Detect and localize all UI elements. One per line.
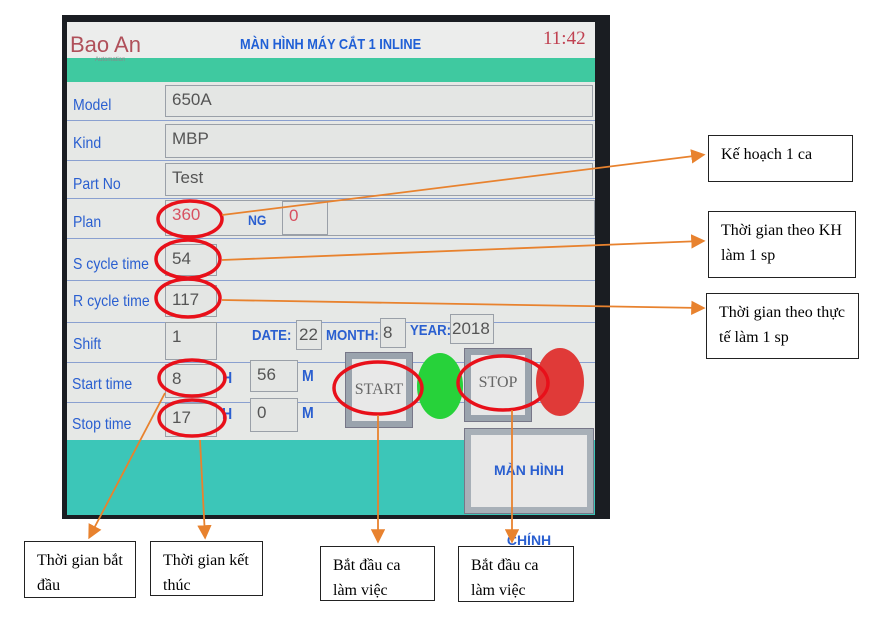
plan-field[interactable]: 360	[165, 200, 595, 236]
screen-title: MÀN HÌNH MÁY CẮT 1 INLINE	[240, 36, 422, 53]
highlight-r-cycle	[154, 277, 222, 319]
s-cycle-label: S cycle time	[73, 256, 149, 273]
highlight-stop-time	[157, 398, 227, 438]
callout-plan: Kế hoạch 1 ca	[708, 135, 853, 182]
r-cycle-label: R cycle time	[73, 293, 150, 310]
row-divider	[67, 120, 595, 121]
stop-m-label: M	[302, 405, 314, 422]
logo: Bao An	[70, 32, 141, 57]
month-field[interactable]: 8	[380, 318, 406, 348]
arrow-plan	[221, 149, 706, 216]
date-field[interactable]: 22	[296, 320, 322, 350]
row-divider	[67, 280, 595, 281]
arrow-stop-time	[197, 439, 212, 540]
callout-start-time: Thời gian bắt đầu	[24, 541, 136, 598]
highlight-start-button	[332, 360, 424, 416]
hmi-header	[67, 22, 595, 58]
callout-start-button: Bắt đầu ca làm việc	[320, 546, 435, 601]
callout-stop-time: Thời gian kết thúc	[150, 541, 263, 596]
start-m-label: M	[302, 368, 314, 385]
shift-field[interactable]: 1	[165, 322, 217, 360]
stop-h-label: H	[222, 406, 233, 423]
row-divider	[67, 402, 595, 403]
start-h-label: H	[222, 370, 233, 387]
callout-r-cycle: Thời gian theo thực tế làm 1 sp	[706, 293, 859, 359]
year-label: YEAR:	[410, 322, 452, 339]
stop-minute-field[interactable]: 0	[250, 398, 298, 432]
month-label: MONTH:	[326, 327, 379, 344]
kind-label: Kind	[73, 135, 102, 152]
highlight-plan	[156, 199, 224, 239]
kind-field[interactable]: MBP	[165, 124, 593, 158]
arrow-r-cycle	[221, 299, 706, 316]
row-divider	[67, 160, 595, 161]
plan-label: Plan	[73, 214, 102, 231]
callout-s-cycle: Thời gian theo KH làm 1 sp	[708, 211, 856, 278]
stop-time-label: Stop time	[72, 416, 132, 433]
ng-label: NG	[248, 212, 267, 228]
stop-lamp	[536, 348, 584, 416]
model-label: Model	[73, 97, 112, 114]
logo-sub: Automation	[95, 57, 126, 63]
row-divider	[67, 238, 595, 239]
s-cycle-field[interactable]: 54	[165, 244, 217, 276]
arrow-s-cycle	[221, 234, 706, 261]
start-minute-field[interactable]: 56	[250, 360, 298, 392]
highlight-stop-button	[456, 354, 550, 412]
year-field[interactable]: 2018	[450, 314, 494, 344]
highlight-s-cycle	[154, 238, 222, 280]
clock: 11:42	[543, 28, 586, 49]
row-divider	[67, 362, 595, 363]
callout-stop-button: Bắt đầu ca làm việc	[458, 546, 574, 602]
start-time-label: Start time	[72, 376, 133, 393]
shift-label: Shift	[73, 336, 102, 353]
header-strip	[67, 58, 595, 82]
model-field[interactable]: 650A	[165, 85, 593, 117]
part-no-label: Part No	[73, 176, 121, 193]
arrow-start-time	[88, 392, 166, 540]
highlight-start-time	[157, 358, 227, 398]
date-label: DATE:	[252, 327, 292, 344]
row-divider	[67, 198, 595, 199]
run-lamp	[417, 353, 463, 419]
row-divider	[67, 322, 595, 323]
